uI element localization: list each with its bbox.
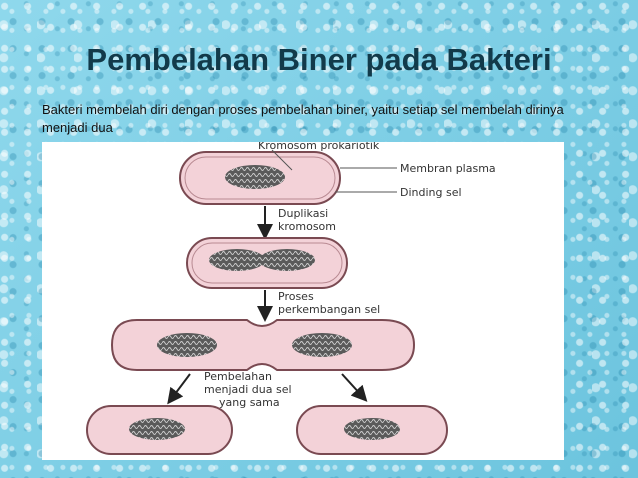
step3-line3: yang sama — [219, 396, 280, 409]
chromosome — [129, 418, 185, 440]
chromosome-copy — [259, 249, 315, 271]
slide-title: Pembelahan Biner pada Bakteri — [86, 42, 552, 77]
arrow-split-right — [341, 373, 368, 402]
step1-line1: Duplikasi — [278, 207, 328, 220]
chromosome — [344, 418, 400, 440]
label-membrane: Membran plasma — [400, 162, 496, 175]
step3-line2: menjadi dua sel — [204, 383, 292, 396]
cell-initial — [179, 151, 341, 205]
slide-subtitle: Bakteri membelah diri dengan proses pemb… — [42, 102, 564, 135]
label-wall: Dinding sel — [400, 186, 462, 199]
step2-line2: perkembangan sel — [278, 303, 380, 316]
step2-line1: Proses — [278, 290, 314, 303]
daughter-cell-left — [86, 405, 233, 455]
arrow-split-left — [167, 373, 191, 405]
binary-fission-diagram: Kromosom prokariotik Membran plasma Dind… — [42, 142, 564, 460]
chromosome — [157, 333, 217, 357]
daughter-cell-right — [296, 405, 448, 455]
chromosome-copy — [292, 333, 352, 357]
cell-duplicated — [186, 237, 348, 289]
label-chromosome: Kromosom prokariotik — [258, 142, 380, 152]
chromosome — [225, 165, 285, 189]
diagram-svg: Kromosom prokariotik Membran plasma Dind… — [86, 142, 496, 455]
cell-dividing — [110, 319, 416, 371]
leader-chromosome — [271, 149, 293, 171]
chromosome — [209, 249, 265, 271]
step3-line1: Pembelahan — [204, 370, 272, 383]
step1-line2: kromosom — [278, 220, 336, 233]
